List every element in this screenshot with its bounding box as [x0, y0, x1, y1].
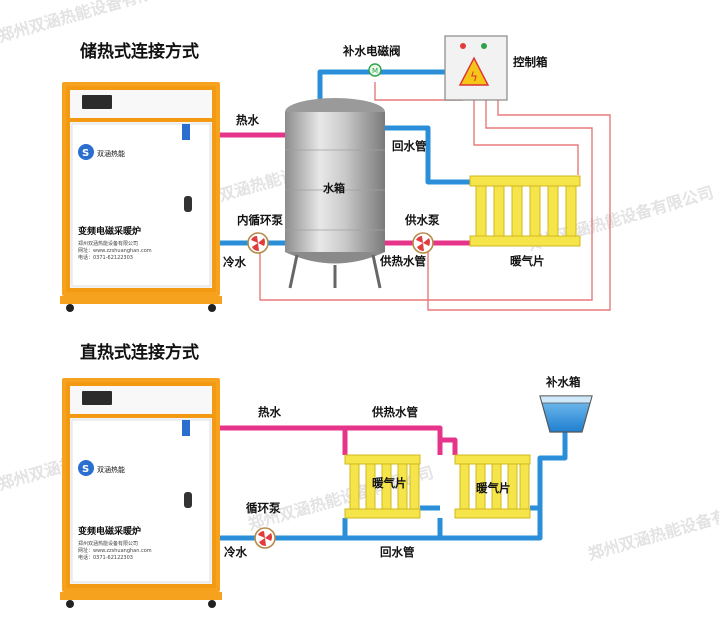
brand-logo: S 双涵热能	[78, 460, 125, 476]
company-phone: 电话：0371-62122303	[78, 554, 133, 561]
bottom-title: 直热式连接方式	[80, 342, 199, 363]
radiator-bottom-2	[454, 454, 531, 519]
cold-water-label-bottom: 冷水	[224, 545, 247, 559]
boiler-unit-bottom: S 双涵热能 变频电磁采暖炉 郑州双涵热能设备有限公司 网址：www.zzshu…	[59, 377, 223, 609]
svg-text:S: S	[82, 464, 89, 475]
radiator-label-bottom-2: 暖气片	[476, 481, 511, 495]
svg-text:S: S	[82, 148, 89, 159]
water-tank-label: 水箱	[323, 181, 345, 195]
company-web: 网址：www.zzshuanghan.com	[78, 247, 152, 254]
supply-pipe-label-top: 供热水管	[379, 254, 426, 268]
makeup-tank-label: 补水箱	[545, 375, 581, 389]
svg-text:ϟ: ϟ	[470, 70, 478, 84]
company-name: 郑州双涵热能设备有限公司	[78, 540, 138, 547]
hot-water-label-top: 热水	[236, 113, 259, 127]
boiler-unit-top: S 双涵热能 变频电磁采暖炉 郑州双涵热能设备有限公司 网址：www.zzshu…	[59, 81, 223, 313]
inner-pump	[247, 232, 269, 254]
watermark-text: 郑州双涵热能设备有限公司	[586, 493, 719, 564]
control-box-label: 控制箱	[513, 55, 548, 69]
radiator-label-bottom-1: 暖气片	[372, 476, 407, 490]
top-title: 储热式连接方式	[80, 41, 199, 62]
valve-mark: M	[372, 67, 378, 75]
brand-logo: S 双涵热能	[78, 144, 125, 160]
warning-icon	[458, 56, 490, 86]
radiator-label-top: 暖气片	[510, 254, 545, 268]
control-box: ϟ	[444, 35, 508, 101]
water-tank: 水箱	[285, 98, 385, 289]
brand-name: 双涵热能	[97, 465, 125, 474]
makeup-tank	[539, 395, 593, 433]
return-pipe-label-bottom: 回水管	[380, 545, 415, 559]
supply-pump	[412, 232, 434, 254]
circ-pump-label: 循环泵	[245, 501, 281, 515]
company-web: 网址：www.zzshuanghan.com	[78, 547, 152, 554]
product-name: 变频电磁采暖炉	[78, 225, 141, 237]
company-name: 郑州双涵热能设备有限公司	[78, 240, 138, 247]
bottom-pipes	[220, 425, 568, 541]
return-pipe-label-top: 回水管	[392, 139, 427, 153]
radiator-bottom-1	[344, 454, 421, 519]
cold-water-label-top: 冷水	[223, 255, 246, 269]
hot-water-label-bottom: 热水	[258, 405, 281, 419]
circulation-pump	[254, 527, 276, 549]
radiator-top	[469, 175, 581, 247]
brand-name: 双涵热能	[97, 149, 125, 158]
supply-pump-label: 供水泵	[404, 213, 440, 227]
watermark-text: 郑州双涵热能设备有限公司	[0, 0, 186, 46]
makeup-valve-label: 补水电磁阀	[342, 44, 401, 58]
inner-pump-label: 内循环泵	[237, 213, 283, 227]
makeup-valve: M	[368, 63, 382, 77]
product-name: 变频电磁采暖炉	[78, 525, 141, 537]
supply-pipe-label-bottom: 供热水管	[371, 405, 418, 419]
company-phone: 电话：0371-62122303	[78, 254, 133, 261]
